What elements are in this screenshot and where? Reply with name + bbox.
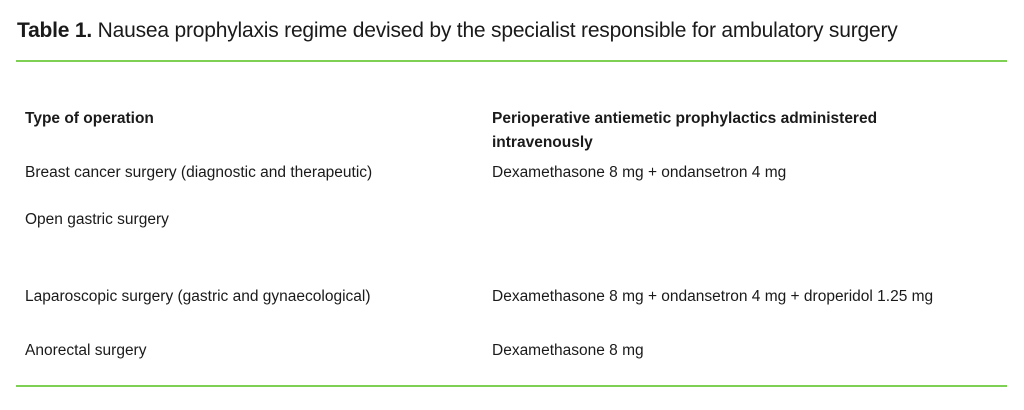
- row-1-prophylactics: Dexamethasone 8 mg + ondansetron 4 mg: [492, 164, 787, 181]
- row-2-operation: Open gastric surgery: [25, 211, 169, 228]
- table-caption-text: Nausea prophylaxis regime devised by the…: [92, 19, 898, 42]
- row-3-operation: Laparoscopic surgery (gastric and gynaec…: [25, 288, 371, 305]
- header-type-of-operation: Type of operation: [25, 110, 154, 127]
- table-caption: Table 1. Nausea prophylaxis regime devis…: [17, 16, 898, 46]
- row-4-operation: Anorectal surgery: [25, 342, 147, 359]
- header-prophylactics-line1: Perioperative antiemetic prophylactics a…: [492, 110, 878, 127]
- bottom-rule: [16, 385, 1007, 387]
- row-3-prophylactics: Dexamethasone 8 mg + ondansetron 4 mg + …: [492, 288, 934, 305]
- top-rule: [16, 60, 1007, 62]
- row-4-prophylactics: Dexamethasone 8 mg: [492, 342, 644, 359]
- table-caption-label: Table 1.: [17, 19, 93, 42]
- row-1-operation: Breast cancer surgery (diagnostic and th…: [25, 164, 373, 181]
- header-prophylactics-line2: intravenously: [492, 134, 593, 151]
